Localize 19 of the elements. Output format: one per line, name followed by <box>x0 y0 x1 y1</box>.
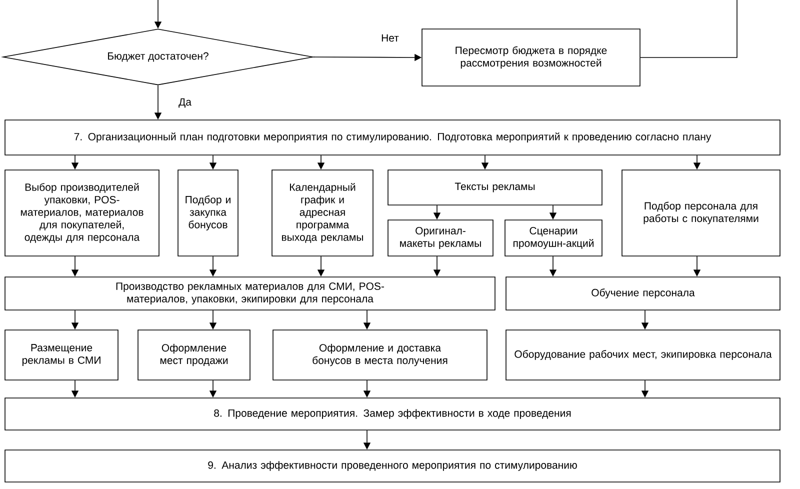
process-box: 7. Организационный план подготовки мероприятия по стимулированию. Подготовка мероприятий к проведению согласно плану <box>4 120 780 156</box>
process-box: 9. Анализ эффективности проведенного мероприятия по стимулированию <box>4 450 780 482</box>
process-box: 8. Проведение мероприятия. Замер эффективности в ходе проведения <box>4 398 780 430</box>
process-box: Тексты рекламы <box>388 170 602 206</box>
process-box: Календарный график и адресная программа выхода рекламы <box>272 170 374 256</box>
process-box: Оборудование рабочих мест, экипировка персонала <box>506 330 780 380</box>
process-box: Выбор производителей упаковки, POS-материалов, материалов для покупателей, одежды для персонала <box>4 170 160 256</box>
process-box: Оформление и доставка бонусов в места получения <box>272 330 488 380</box>
process-box: Производство рекламных материалов для СМИ, POS-материалов, упаковки, экипировки для персонала <box>4 276 496 310</box>
edge-label: Нет <box>380 33 400 43</box>
process-box: Размещение рекламы в СМИ <box>4 330 118 380</box>
process-box: Подбор персонала для работы с покупателями <box>622 170 780 256</box>
process-box: Сценарии промоушн-акций <box>504 220 602 256</box>
process-box: Обучение персонала <box>506 276 780 310</box>
process-box: Подбор и закупка бонусов <box>178 170 238 256</box>
process-box: Пересмотр бюджета в порядке рассмотрения возможностей <box>422 28 640 86</box>
process-box: Оформление мест продажи <box>138 330 250 380</box>
process-box: Оригинал-макеты рекламы <box>388 220 494 256</box>
edge-label: Да <box>178 97 192 109</box>
